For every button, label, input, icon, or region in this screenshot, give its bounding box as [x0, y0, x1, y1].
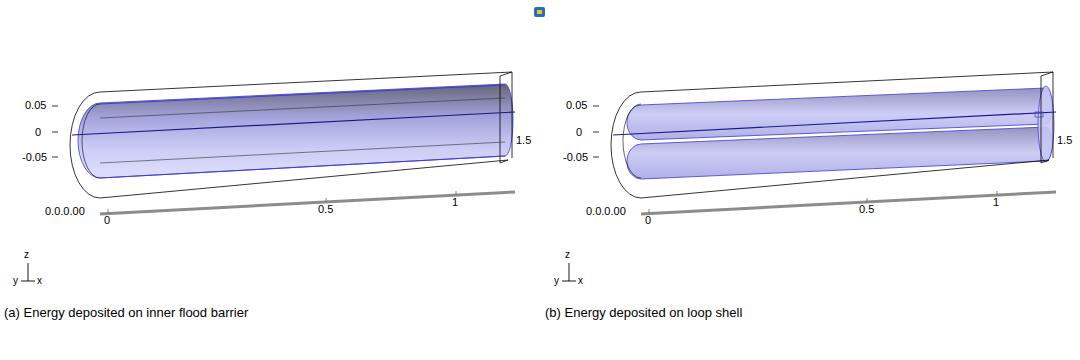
- axis-tick-label: 0: [645, 214, 651, 226]
- axis-name: y: [554, 275, 559, 286]
- axis-name: z: [565, 249, 570, 260]
- axis-name: x: [578, 275, 583, 286]
- toolbar-icon: [534, 7, 545, 17]
- figure-caption: (b) Energy deposited on loop shell: [545, 306, 742, 320]
- panel-b-figure: [562, 72, 1056, 281]
- axis-tick-label: 0.05: [566, 99, 587, 111]
- figure-caption: (a) Energy deposited on inner flood barr…: [4, 306, 248, 320]
- axis-tick-label: 1.5: [516, 134, 531, 146]
- axis-tick-label: -0.05: [22, 151, 47, 163]
- axis-tick-label: -0.05: [563, 151, 588, 163]
- axis-tick-label: 0: [104, 214, 110, 226]
- axis-tick-label: 1: [452, 196, 458, 208]
- panel-a-figure: [21, 72, 515, 281]
- axis-tick-label: 1: [993, 196, 999, 208]
- axis-tick-label: 1.5: [1057, 134, 1072, 146]
- axis-name: z: [24, 249, 29, 260]
- axis-tick-label: 0.05: [25, 99, 46, 111]
- axis-tick-label: 0.0.0.00: [586, 205, 626, 217]
- axis-name: x: [37, 275, 42, 286]
- axis-name: y: [13, 275, 18, 286]
- axis-tick-label: 0.0.0.00: [45, 205, 85, 217]
- axis-tick-label: 0: [35, 126, 41, 138]
- axis-tick-label: 0.5: [318, 203, 333, 215]
- axis-tick-label: 0.5: [859, 203, 874, 215]
- axis-tick-label: 0: [576, 126, 582, 138]
